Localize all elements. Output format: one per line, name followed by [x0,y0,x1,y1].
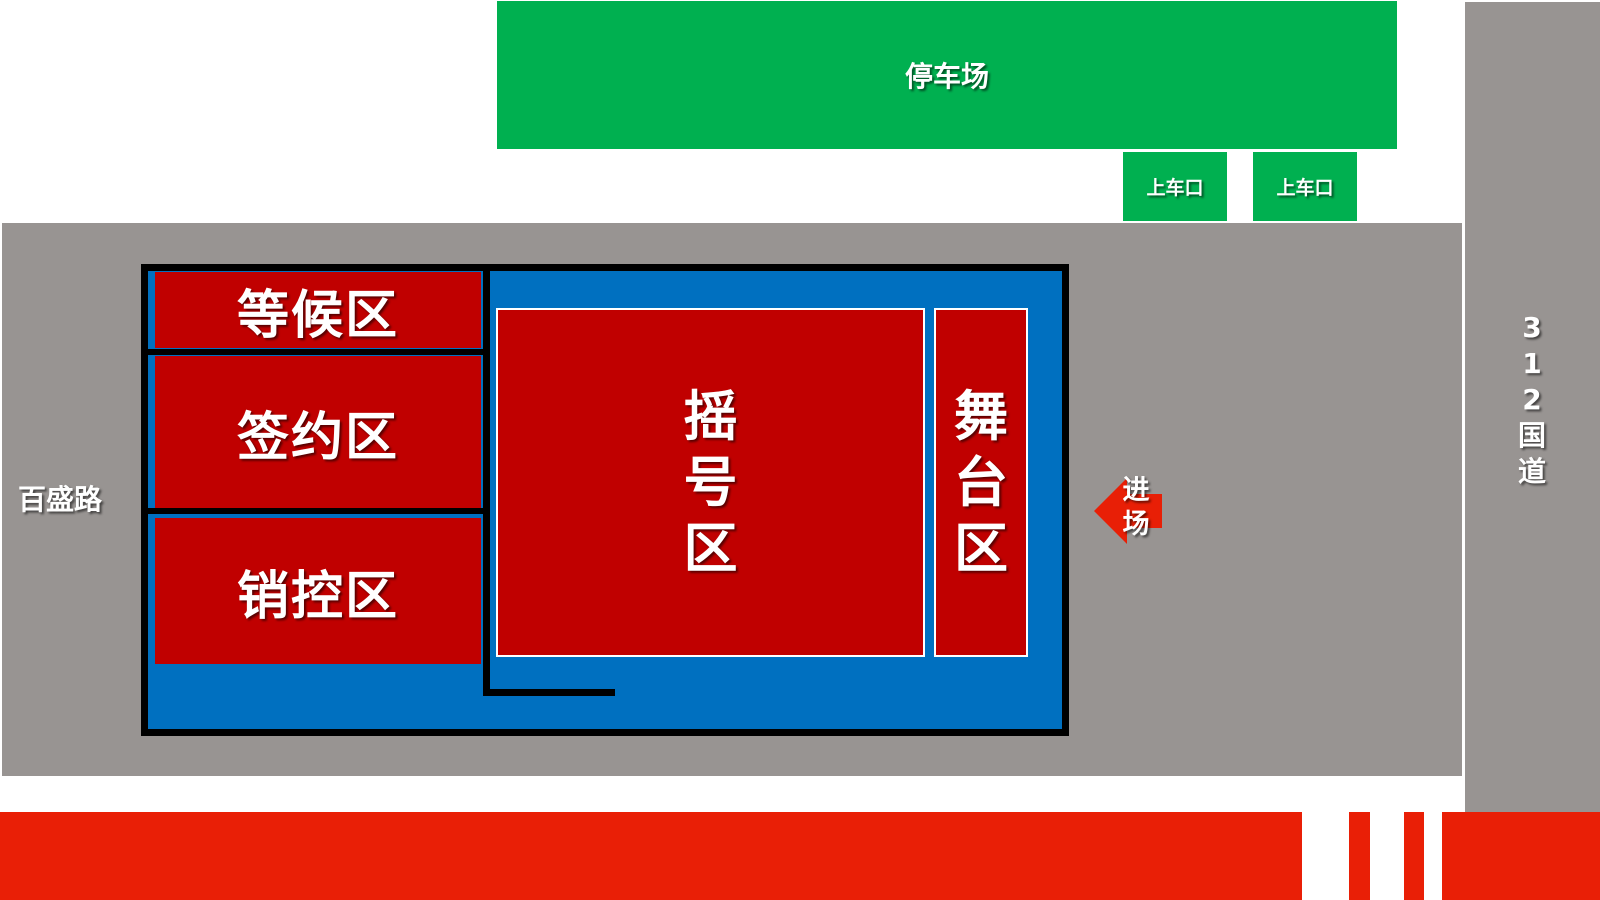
signing-zone: 签约区 [155,356,481,508]
national-road-312-label: 3 1 2 国 道 [1517,311,1546,488]
stage-zone-label: 舞 台 区 [954,384,1008,580]
boarding-point-label: 上车口 [1146,177,1204,199]
signing-zone-label: 签约区 [236,407,399,468]
divider [148,508,483,514]
boarding-point-1: 上车口 [1123,152,1227,221]
lottery-zone-label: 摇 号 区 [683,384,738,580]
entrance-label: 进 场 [1122,475,1150,540]
bottom-band [1442,812,1600,900]
boarding-point-label: 上车口 [1276,177,1334,199]
sales-control-zone: 销控区 [155,518,481,664]
lottery-zone: 摇 号 区 [496,308,925,657]
parking-lot: 停车场 [497,1,1397,149]
baisheng-road-label: 百盛路 [17,483,102,516]
waiting-zone-label: 等候区 [236,285,399,346]
sales-control-zone-label: 销控区 [236,566,399,627]
divider-wall [483,689,615,696]
waiting-zone: 等候区 [155,272,481,348]
entrance-arrow-icon [1094,478,1162,544]
national-road-312 [1465,2,1600,812]
bottom-band [1404,812,1424,900]
boarding-point-2: 上车口 [1253,152,1357,221]
divider-wall [483,270,490,696]
bottom-band [0,812,1302,900]
parking-lot-label: 停车场 [904,60,989,93]
bottom-band [1349,812,1370,900]
stage-zone: 舞 台 区 [934,308,1028,657]
divider [148,349,483,355]
